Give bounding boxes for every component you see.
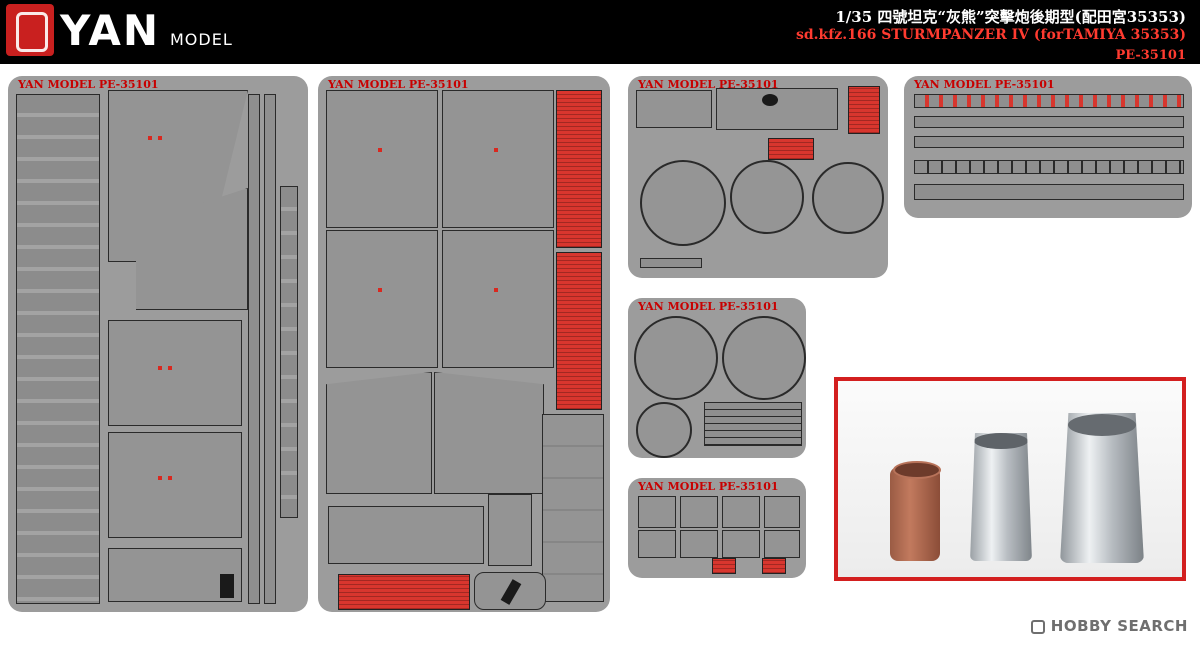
tool-clamp: [764, 496, 800, 528]
marker: [168, 366, 172, 370]
fret-a: YAN MODEL PE-35101: [8, 76, 308, 612]
brand-name: YAN: [60, 6, 161, 55]
mesh-screen: [768, 138, 814, 160]
tool-clamp: [638, 530, 676, 558]
watermark-text: HOBBY SEARCH: [1050, 617, 1188, 635]
marker: [168, 476, 172, 480]
fret-e: YAN MODEL PE-35101: [628, 298, 806, 458]
mesh-screen: [556, 252, 602, 410]
tool-clamp: [722, 530, 760, 558]
fret-c: YAN MODEL PE-35101: [628, 76, 888, 278]
fret-f-label: YAN MODEL PE-35101: [638, 480, 779, 493]
long-strip: [248, 94, 260, 604]
brand-seal-icon: [6, 4, 54, 56]
mesh-screen: [848, 86, 880, 134]
tool-clamp: [638, 496, 676, 528]
fret-a-label: YAN MODEL PE-35101: [18, 78, 159, 91]
marker: [378, 288, 382, 292]
product-title-en: sd.kfz.166 STURMPANZER IV (forTAMIYA 353…: [796, 27, 1186, 43]
hull-panel: [326, 372, 432, 494]
red-tab: [762, 558, 786, 574]
hull-panel: [434, 372, 544, 494]
red-tab: [712, 558, 736, 574]
fret-f: YAN MODEL PE-35101: [628, 478, 806, 578]
hull-panel: [442, 230, 554, 368]
product-photo: [834, 377, 1186, 581]
brand-subtitle: MODEL: [170, 30, 233, 49]
hatch-ring: [640, 160, 726, 246]
resin-barrel-part: [890, 461, 941, 561]
tool-clamp: [764, 530, 800, 558]
hull-panel: [326, 90, 438, 228]
watermark: HOBBY SEARCH: [1030, 617, 1188, 635]
fret-d-label: YAN MODEL PE-35101: [914, 78, 1055, 91]
vent-ring: [634, 316, 718, 400]
aluminum-part-large: [1060, 413, 1144, 563]
hatch-ring: [730, 160, 804, 234]
strip: [914, 160, 1184, 174]
long-strip: [264, 94, 276, 604]
marker: [158, 366, 162, 370]
strip: [914, 184, 1184, 200]
bracket-column: [280, 186, 298, 518]
strip: [704, 402, 802, 446]
cutout: [762, 94, 778, 106]
product-code: PE-35101: [1115, 48, 1186, 63]
fret-e-label: YAN MODEL PE-35101: [638, 300, 779, 313]
mesh-screen: [338, 574, 470, 610]
marker: [494, 148, 498, 152]
tool-clamp: [680, 530, 718, 558]
skirt-panel: [108, 320, 242, 426]
hatch-ring: [812, 162, 884, 234]
fret-d: YAN MODEL PE-35101: [904, 76, 1192, 218]
product-title-cn: 1/35 四號坦克“灰熊”突擊炮後期型(配田宮35353): [835, 8, 1186, 26]
mesh-screen: [556, 90, 602, 248]
side-rail: [16, 94, 100, 604]
marker: [158, 136, 162, 140]
marker: [148, 136, 152, 140]
aluminum-part-small: [970, 433, 1032, 561]
fret-b-label: YAN MODEL PE-35101: [328, 78, 469, 91]
marker: [158, 476, 162, 480]
tool-clamp: [680, 496, 718, 528]
plate: [636, 90, 712, 128]
fret-c-label: YAN MODEL PE-35101: [638, 78, 779, 91]
marker: [378, 148, 382, 152]
cutout: [220, 574, 234, 598]
strip: [914, 94, 1184, 108]
plate: [716, 88, 838, 130]
small-part: [542, 414, 604, 602]
bracket: [488, 494, 532, 566]
tool-clamp: [722, 496, 760, 528]
strip: [640, 258, 702, 268]
marker: [494, 288, 498, 292]
skirt-panel: [108, 548, 242, 602]
hull-panel: [326, 230, 438, 368]
hobby-search-icon: [1030, 620, 1045, 634]
fender-plate: [328, 506, 484, 564]
hull-panel: [442, 90, 554, 228]
vent-ring: [722, 316, 806, 400]
header-bar: YAN MODEL 1/35 四號坦克“灰熊”突擊炮後期型(配田宮35353) …: [0, 0, 1200, 64]
strip: [914, 136, 1184, 148]
strip: [914, 116, 1184, 128]
hatch-ring: [636, 402, 692, 458]
fret-b: YAN MODEL PE-35101: [318, 76, 610, 612]
skirt-panel: [108, 432, 242, 538]
